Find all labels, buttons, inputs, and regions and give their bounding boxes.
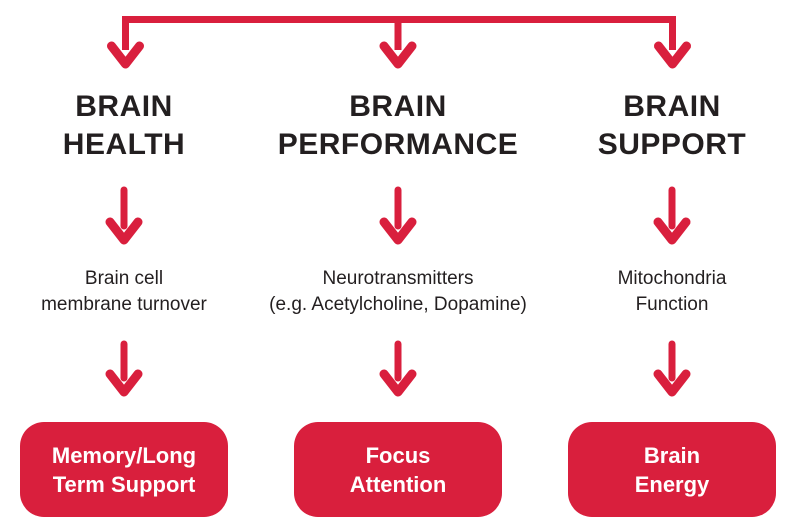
- mechanism-line2: Function: [635, 294, 709, 315]
- column-title: BRAIN SUPPORT: [598, 88, 747, 164]
- down-arrow-icon: [653, 186, 691, 245]
- mechanism-line1: Mitochondria: [617, 268, 727, 289]
- bracket-left-stem: [122, 16, 129, 50]
- mechanism-line1: Brain cell: [84, 268, 164, 289]
- bracket-right-stem: [669, 16, 676, 50]
- benefit-line1: Brain: [643, 442, 701, 468]
- down-arrow-icon: [654, 41, 691, 69]
- column-brain-health: BRAIN HEALTH Brain cell membrane turnove…: [0, 88, 249, 517]
- column-title-line2: HEALTH: [62, 128, 186, 161]
- benefit-pill-focus: Focus Attention: [294, 422, 502, 517]
- mechanism-line2: membrane turnover: [41, 294, 207, 315]
- down-arrow-icon: [653, 340, 691, 397]
- mechanism-text: Brain cell membrane turnover: [41, 266, 207, 318]
- mechanism-line2: (e.g. Acetylcholine, Dopamine): [269, 294, 527, 315]
- column-title-line1: BRAIN: [75, 90, 173, 123]
- benefit-line1: Focus: [365, 442, 431, 468]
- column-brain-performance: BRAIN PERFORMANCE Neurotransmitters (e.g…: [248, 88, 548, 517]
- mechanism-text: Mitochondria Function: [618, 266, 727, 318]
- benefit-line2: Term Support: [52, 471, 196, 497]
- column-title-line1: BRAIN: [349, 90, 447, 123]
- column-brain-support: BRAIN SUPPORT Mitochondria Function Brai…: [547, 88, 797, 517]
- down-arrow-icon: [105, 186, 143, 245]
- column-title-line1: BRAIN: [623, 90, 721, 123]
- benefit-line1: Memory/Long: [51, 442, 197, 468]
- benefit-pill-memory: Memory/Long Term Support: [20, 422, 228, 517]
- column-title-line2: PERFORMANCE: [277, 128, 519, 161]
- column-title: BRAIN HEALTH: [63, 88, 185, 164]
- down-arrow-icon: [379, 41, 417, 69]
- benefit-line2: Attention: [349, 471, 447, 497]
- down-arrow-icon: [379, 340, 417, 397]
- down-arrow-icon: [379, 186, 417, 245]
- mechanism-line1: Neurotransmitters: [322, 268, 474, 289]
- mechanism-text: Neurotransmitters (e.g. Acetylcholine, D…: [269, 266, 527, 318]
- benefit-line2: Energy: [634, 471, 710, 497]
- bracket-middle-stem: [394, 16, 402, 50]
- benefit-pill-energy: Brain Energy: [568, 422, 776, 517]
- top-bracket-connector: [107, 16, 691, 69]
- column-title: BRAIN PERFORMANCE: [278, 88, 519, 164]
- down-arrow-icon: [107, 41, 144, 69]
- down-arrow-icon: [105, 340, 143, 397]
- column-title-line2: SUPPORT: [597, 128, 747, 161]
